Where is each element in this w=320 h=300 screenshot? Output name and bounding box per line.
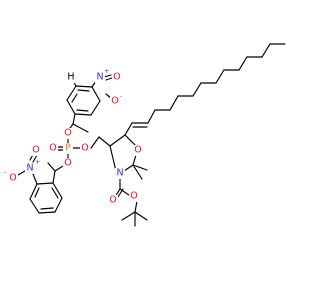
bond xyxy=(109,134,126,147)
bond xyxy=(91,86,101,102)
bond xyxy=(77,89,90,92)
bond xyxy=(76,109,89,112)
bond xyxy=(124,122,133,136)
nitro-oxygen-label: O xyxy=(9,173,16,184)
bond xyxy=(124,134,137,147)
bond xyxy=(117,188,124,198)
bond xyxy=(98,136,111,147)
nitro-nitrogen-label: N xyxy=(26,163,33,174)
bond xyxy=(132,164,148,171)
molecule-svg: H N + O O - O O P O O O - N + O O N O xyxy=(4,43,286,227)
bond xyxy=(109,145,117,172)
bond xyxy=(134,211,148,221)
bond xyxy=(40,207,54,210)
ester-oxygen-label: O xyxy=(81,143,88,154)
bond xyxy=(34,187,40,198)
ring-oxygen-label: O xyxy=(134,145,141,156)
atom-labels: H N + O O - O O P O O O - N + O O N O xyxy=(4,67,143,206)
charge-label: + xyxy=(35,158,40,166)
bond xyxy=(119,188,130,196)
ring-nitrogen-label: N xyxy=(116,168,123,179)
bond xyxy=(71,93,78,103)
phosphoryl-oxygen-label: O xyxy=(49,143,56,154)
bond xyxy=(17,170,26,176)
nitro-oxygen-label: O xyxy=(113,72,120,83)
ester-oxygen-label: O xyxy=(64,158,71,169)
bond xyxy=(32,173,38,185)
bond xyxy=(134,200,138,213)
bond xyxy=(29,183,38,200)
bond xyxy=(54,197,63,213)
charge-label: - xyxy=(120,92,123,100)
bond xyxy=(123,164,134,172)
bond xyxy=(66,99,76,115)
bond xyxy=(51,187,59,199)
bond xyxy=(72,123,89,133)
bond xyxy=(74,113,92,116)
bond xyxy=(90,136,100,149)
structure-diagram: H N + O O - O O P O O O - N + O O N O xyxy=(4,43,286,227)
ester-oxygen-label: O xyxy=(64,128,71,139)
nitro-oxygen-label: O xyxy=(32,145,39,156)
bond xyxy=(36,182,54,185)
alkyl-chain xyxy=(147,43,286,124)
charge-label: - xyxy=(4,168,7,176)
charge-label: + xyxy=(104,67,109,75)
bond xyxy=(75,85,93,88)
bond xyxy=(72,113,76,125)
bond xyxy=(52,182,63,199)
bond xyxy=(52,170,56,184)
bond-lines xyxy=(17,43,286,227)
carbamate-carbonyl-oxygen-label: O xyxy=(109,195,116,206)
bond xyxy=(105,77,113,81)
bond xyxy=(47,162,56,172)
nitro-oxygen-label: O xyxy=(111,96,118,107)
phosphorus-label: P xyxy=(65,143,71,154)
bond xyxy=(29,198,40,214)
bond xyxy=(32,154,38,163)
bond xyxy=(132,164,143,180)
bond xyxy=(66,85,77,101)
carbamate-ether-oxygen-label: O xyxy=(130,191,137,202)
bond xyxy=(103,74,112,78)
hydrogen-label: H xyxy=(67,72,74,83)
bond xyxy=(90,100,101,116)
bond xyxy=(121,211,136,221)
bond xyxy=(132,154,137,166)
bond xyxy=(54,165,64,172)
nitro-nitrogen-label: N xyxy=(96,72,103,83)
bond xyxy=(38,211,56,214)
